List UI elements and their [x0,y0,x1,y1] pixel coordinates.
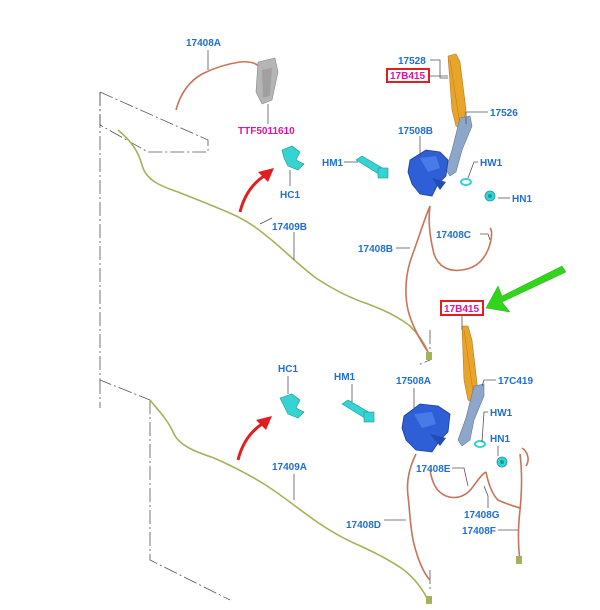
hose-17408a [175,60,263,111]
callout-hn1-top: HN1 [512,194,532,205]
bracket-ttf5011610 [255,57,279,124]
hose-clip-hc1-bottom [279,376,305,419]
callout-17408b: 17408B [358,244,393,255]
callout-hm1-top: HM1 [322,158,344,169]
hose-17408c [428,205,493,272]
highlight-box-17b415-top [386,68,430,83]
hose-17408b [405,205,431,353]
callout-17528: 17528 [398,56,426,67]
callout-17408e: 17408E [416,464,451,475]
nut-hn1-bottom [496,456,508,468]
callout-hw1-bottom: HW1 [490,408,513,419]
hose-17409a [149,399,429,601]
red-curved-arrow-icon-bottom [236,416,272,461]
hose-17408g [485,471,521,509]
leader-lines [207,50,518,531]
highlight-box-17b415-bottom [440,300,484,316]
callout-17508a: 17508A [396,376,431,387]
washer-nozzle-hm1-top [355,155,389,179]
hose-17409b [117,129,429,353]
callout-17408c: 17408C [436,230,471,241]
wiper-motor-17508a [401,403,451,453]
hose-17408e [429,469,487,499]
callout-17408g: 17408G [464,510,500,521]
hose-clip-hc1-top [281,145,305,186]
wiper-motor-17508b [407,149,449,197]
wiper-arm-17c419 [457,383,485,447]
callout-17408f: 17408F [462,526,496,537]
red-curved-arrow-icon [238,168,274,213]
hose-17408f [517,453,523,561]
callout-hn1-bottom: HN1 [490,434,510,445]
callout-17409a: 17409A [272,462,307,473]
callout-hc1-top: HC1 [280,190,300,201]
washer-hw1-top [460,178,472,186]
callout-17408a: 17408A [186,38,221,49]
callout-hc1-bottom: HC1 [278,364,298,375]
washer-hw1-bottom [474,440,486,448]
green-arrow-icon [485,265,567,313]
nut-hn1-top [484,190,496,202]
callout-hw1-top: HW1 [480,158,503,169]
callout-17408d: 17408D [346,520,381,531]
callout-ttf5011610: TTF5011610 [238,126,295,137]
callout-17c419: 17C419 [498,376,533,387]
washer-nozzle-hm1-bottom [341,399,375,423]
callout-hm1-bottom: HM1 [334,372,356,383]
callout-17508b: 17508B [398,126,433,137]
wiper-arm-17526 [445,115,473,177]
hose-17408d [406,453,431,581]
callout-17409b: 17409B [272,222,307,233]
callout-17b415-top: 17B415 [390,71,425,82]
callout-17b415-bottom: 17B415 [444,304,479,315]
callout-17526: 17526 [490,108,518,119]
